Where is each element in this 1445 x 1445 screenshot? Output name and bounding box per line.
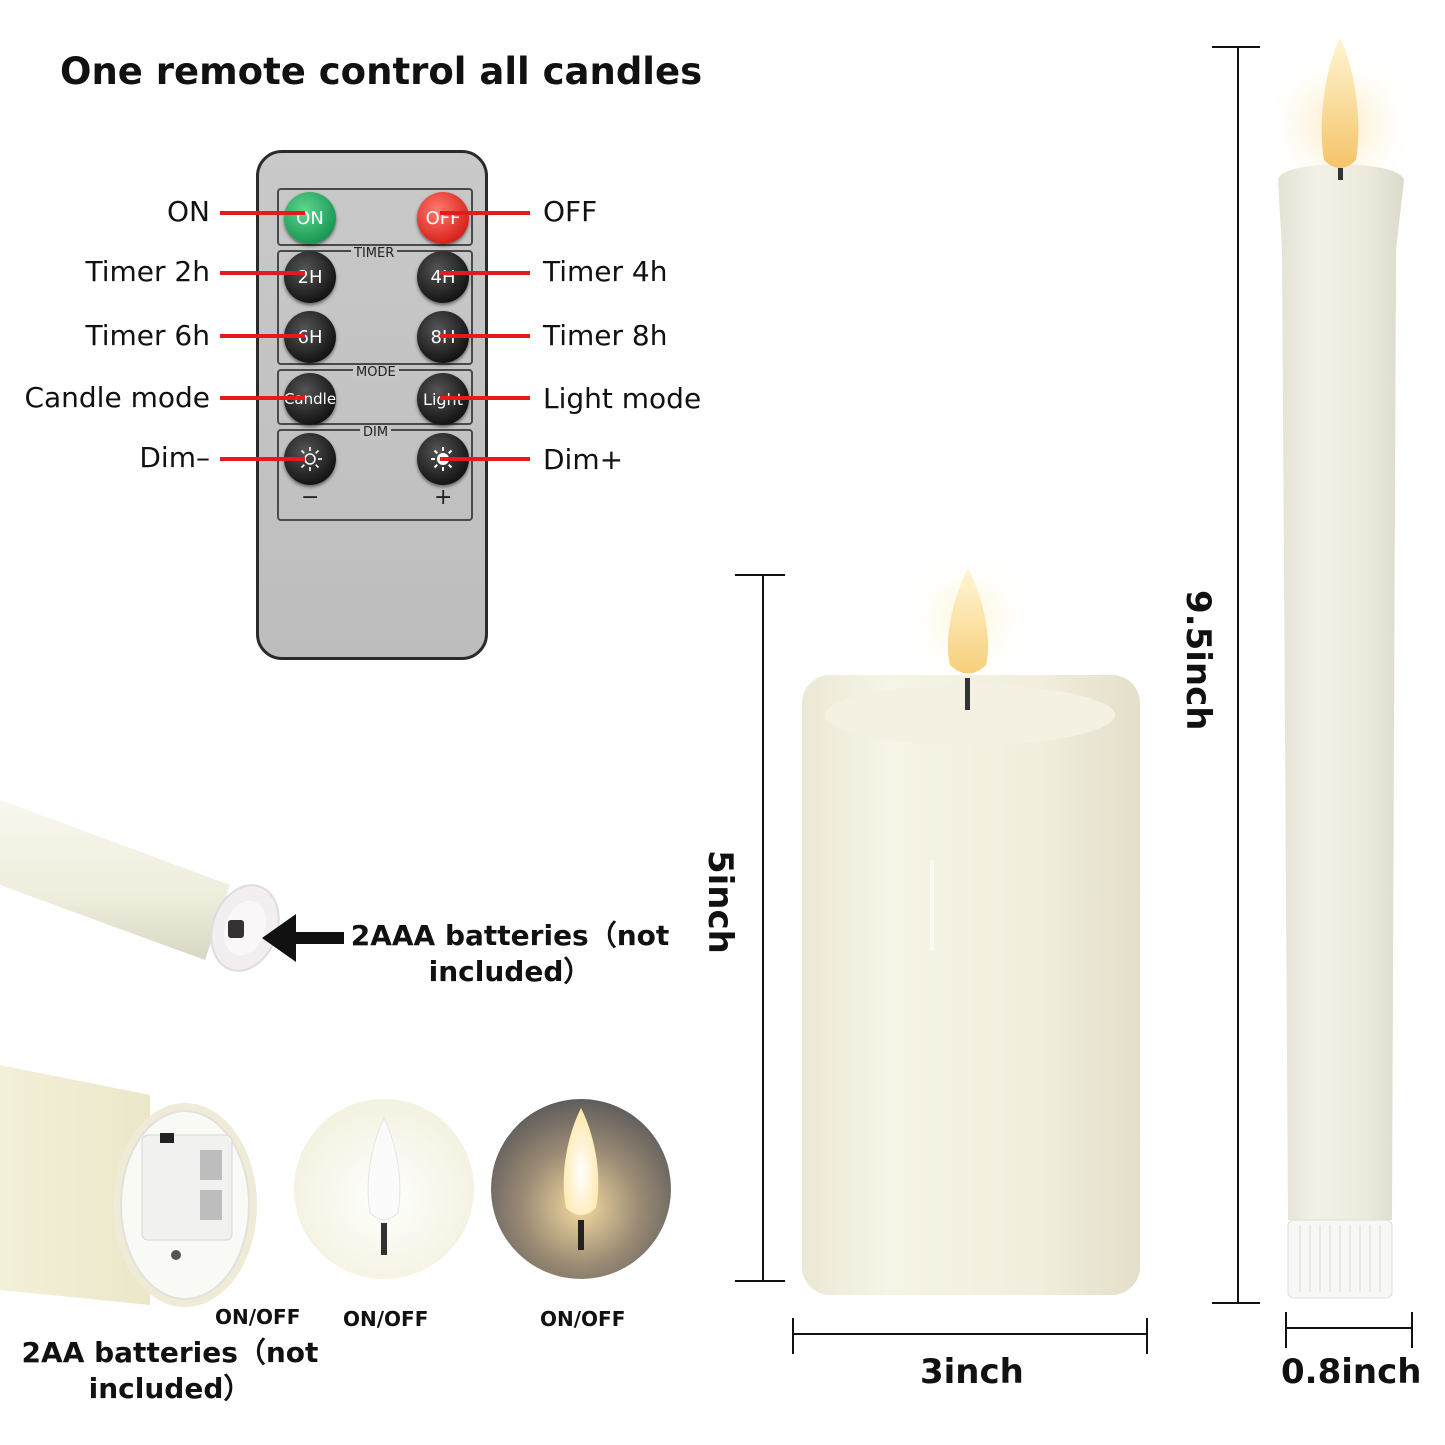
pillar-candle-base-image	[0, 1065, 257, 1307]
switch-label-off: ON/OFF	[343, 1307, 429, 1331]
taper-width-tick-right	[1411, 1312, 1413, 1348]
callout-line-off	[440, 211, 530, 215]
callout-off: OFF	[543, 195, 598, 228]
pillar-width-line	[792, 1333, 1148, 1335]
pillar-width-tick-right	[1146, 1318, 1148, 1354]
flame-on-image	[491, 1099, 671, 1279]
off-button: OFF	[417, 192, 469, 244]
callout-timer-2h: Timer 2h	[85, 255, 211, 288]
pillar-battery-caption-line2: included）	[88, 1372, 252, 1405]
callout-timer-6h: Timer 6h	[85, 319, 211, 352]
switch-label-on: ON/OFF	[540, 1307, 626, 1331]
callout-line-2h	[220, 271, 305, 275]
taper-height-label: 9.5inch	[1178, 590, 1218, 731]
timer-2h-button: 2H	[284, 251, 336, 303]
callout-light-mode: Light mode	[543, 382, 702, 415]
taper-width-label: 0.8inch	[1281, 1352, 1422, 1392]
pillar-height-tick-bottom	[735, 1280, 785, 1282]
switch-label-pillar: ON/OFF	[215, 1305, 301, 1329]
pillar-width-label: 3inch	[920, 1352, 1024, 1392]
flame-off-image	[294, 1099, 474, 1279]
callout-timer-8h: Timer 8h	[543, 319, 668, 352]
taper-candle-base-image	[0, 800, 280, 972]
on-button: ON	[284, 192, 336, 244]
pillar-height-line	[762, 574, 764, 1282]
callout-dim-minus: Dim–	[139, 441, 210, 474]
pillar-battery-caption: 2AA batteries（not included）	[20, 1335, 320, 1407]
pillar-height-label: 5inch	[700, 850, 740, 954]
taper-candle-image	[1270, 38, 1415, 1299]
page-title: One remote control all candles	[60, 50, 703, 93]
callout-line-candle	[220, 396, 305, 400]
callout-candle-mode: Candle mode	[24, 381, 210, 414]
remote-control: ON OFF TIMER 2H 4H 6H 8H MODE Candle Lig…	[256, 150, 488, 660]
dim-panel-label: DIM	[360, 426, 392, 440]
taper-height-line	[1237, 46, 1239, 1304]
callout-dim-plus: Dim+	[543, 443, 624, 476]
pillar-height-tick-top	[735, 574, 785, 576]
callout-line-6h	[220, 334, 305, 338]
callout-timer-4h: Timer 4h	[543, 255, 668, 288]
power-panel	[277, 188, 473, 246]
taper-width-tick-left	[1285, 1312, 1287, 1348]
timer-panel-label: TIMER	[351, 247, 398, 261]
taper-width-line	[1285, 1327, 1413, 1329]
dim-minus-sign: −	[301, 485, 320, 510]
taper-battery-caption-line2: included）	[428, 955, 592, 988]
callout-line-dim-plus	[440, 457, 530, 461]
taper-battery-caption-line1: 2AAA batteries（not	[350, 919, 670, 952]
taper-battery-caption: 2AAA batteries（not included）	[350, 918, 670, 990]
timer-4h-button: 4H	[417, 251, 469, 303]
callout-on: ON	[167, 195, 210, 228]
callout-line-4h	[440, 271, 530, 275]
arrow-left-icon	[262, 914, 344, 962]
dim-plus-sign: +	[434, 485, 453, 510]
callout-line-light	[440, 396, 530, 400]
callout-line-8h	[440, 334, 530, 338]
pillar-battery-caption-line1: 2AA batteries（not	[21, 1336, 319, 1369]
pillar-candle-image	[802, 560, 1140, 1295]
pillar-width-tick-left	[792, 1318, 794, 1354]
taper-height-tick-bottom	[1212, 1302, 1260, 1304]
callout-line-on	[220, 211, 305, 215]
callout-line-dim-minus	[220, 457, 305, 461]
mode-panel-label: MODE	[353, 366, 399, 380]
taper-height-tick-top	[1212, 46, 1260, 48]
